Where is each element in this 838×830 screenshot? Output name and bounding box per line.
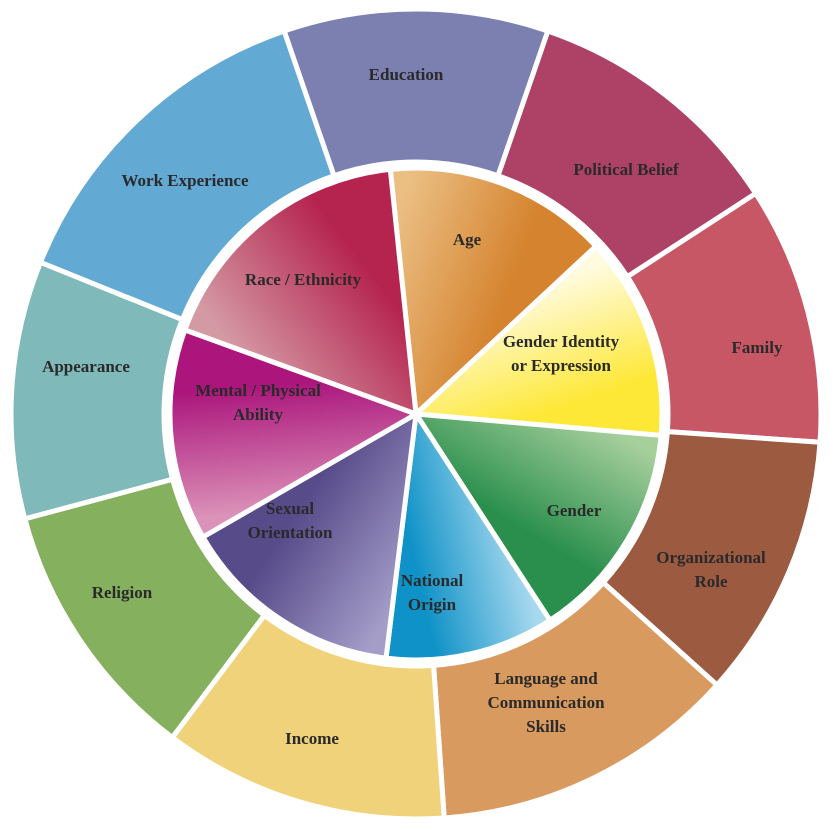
inner-segment-mental-physical-ability-label-line: Mental / Physical: [195, 381, 321, 400]
outer-segment-education-label: Education: [369, 65, 444, 84]
outer-segment-religion-label: Religion: [92, 583, 153, 602]
inner-segment-sexual-orientation-label-line: Orientation: [248, 523, 334, 542]
inner-segment-national-origin-label-line: National: [401, 571, 464, 590]
outer-segment-work-experience-label: Work Experience: [121, 171, 248, 190]
inner-segment-mental-physical-ability-label-line: Ability: [233, 405, 284, 424]
inner-segment-age-label: Age: [453, 230, 482, 249]
outer-segment-political-belief-label: Political Belief: [573, 160, 679, 179]
outer-segment-income-label: Income: [285, 729, 339, 748]
inner-segment-gender-identity-or-expression-label-line: or Expression: [511, 356, 612, 375]
inner-segment-sexual-orientation: [200, 411, 419, 661]
inner-segment-national-origin-label-line: Origin: [408, 595, 457, 614]
outer-segment-language-and-communication-skills-label-line: Language and: [494, 669, 598, 688]
inner-segment-race-ethnicity-label: Race / Ethnicity: [245, 270, 362, 289]
inner-segment-gender-identity-or-expression-label: Gender Identity or Expression: [503, 332, 620, 375]
outer-segment-organizational-role-label-line: Organizational: [656, 548, 766, 567]
inner-segment-gender-identity-or-expression: [413, 243, 665, 438]
inner-segment-age: [387, 165, 599, 417]
outer-segment-organizational-role-label-line: Role: [694, 572, 728, 591]
outer-segment-language-and-communication-skills-label-line: Communication: [487, 693, 605, 712]
inner-segment-national-origin: [383, 411, 553, 663]
inner-segment-mental-physical-ability: [167, 327, 419, 540]
inner-segment-race-ethnicity: [182, 166, 419, 417]
outer-segment-language-and-communication-skills-label-line: Skills: [526, 717, 566, 736]
inner-segment-gender-label: Gender: [547, 501, 602, 520]
inner-segment-sexual-orientation-label-line: Sexual: [266, 499, 314, 518]
outer-segment-appearance-label: Appearance: [42, 357, 130, 376]
outer-segment-family-label: Family: [732, 338, 783, 357]
inner-segment-gender-identity-or-expression-label-line: Gender Identity: [503, 332, 620, 351]
inner-segment-gender: [413, 411, 664, 623]
